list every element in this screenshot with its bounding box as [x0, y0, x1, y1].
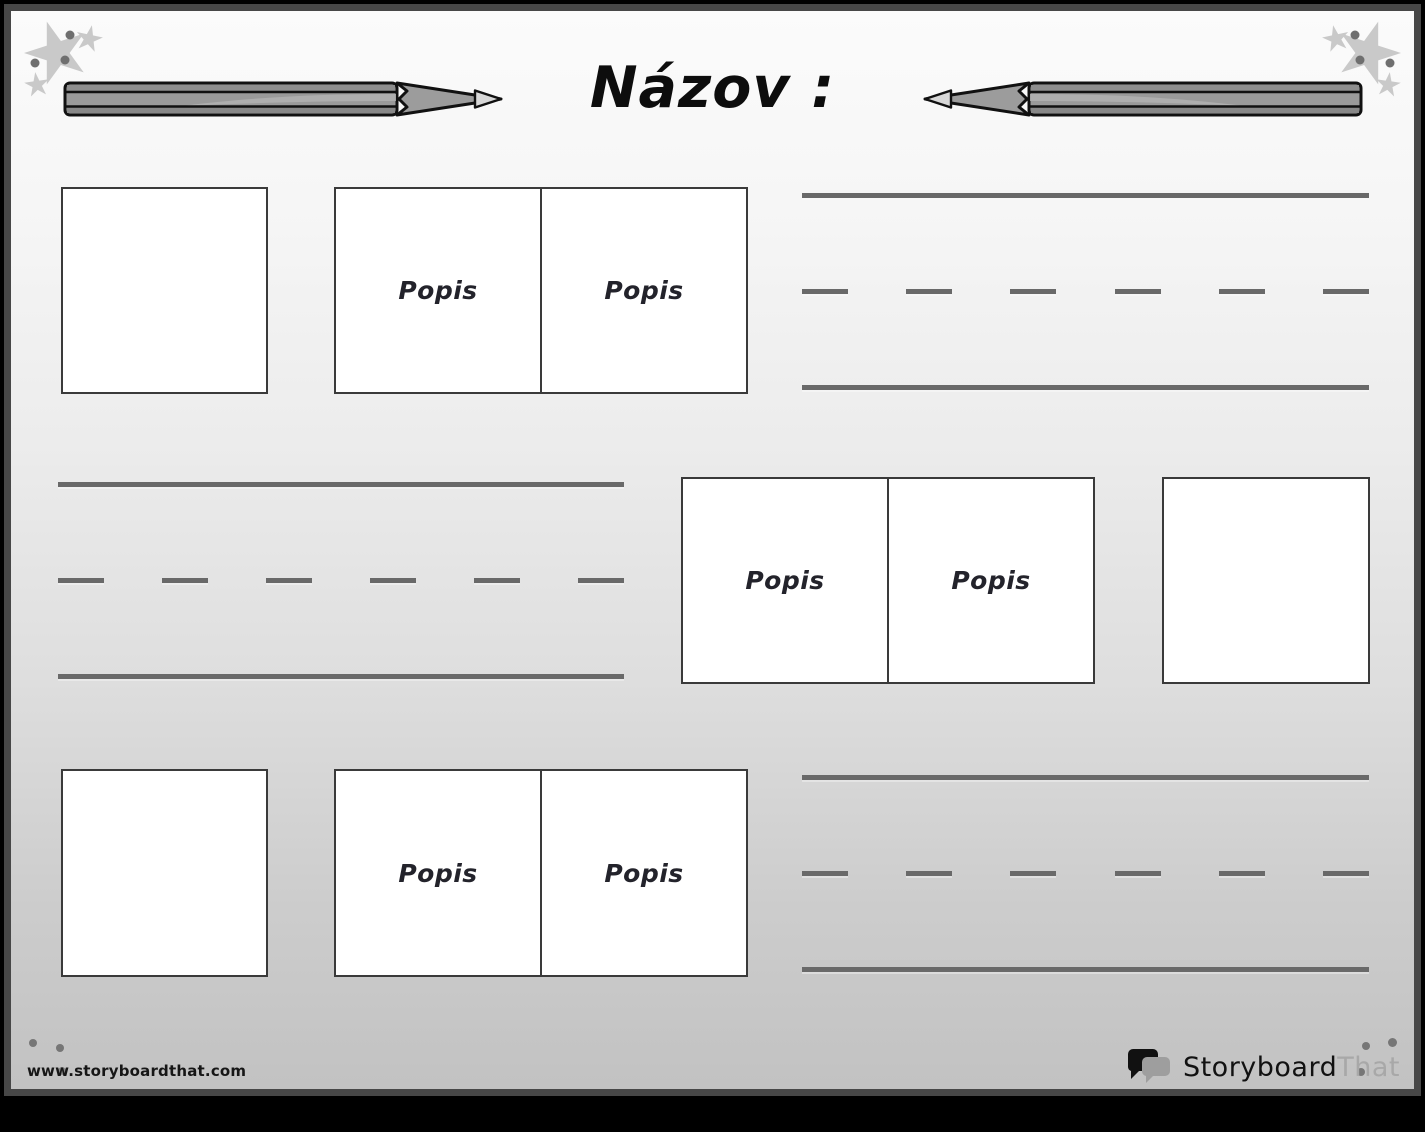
image-placeholder-box[interactable] — [1162, 477, 1370, 684]
description-cell[interactable]: Popis — [683, 479, 889, 682]
description-cell[interactable]: Popis — [336, 771, 542, 975]
description-pair: Popis Popis — [334, 187, 748, 394]
stars-decoration-icon — [23, 21, 103, 97]
description-cell[interactable]: Popis — [542, 189, 746, 392]
pencil-icon — [63, 81, 503, 117]
image-placeholder-box[interactable] — [61, 769, 268, 977]
description-label: Popis — [604, 858, 684, 888]
decorative-dot — [1362, 1042, 1370, 1050]
writing-line-solid — [58, 482, 624, 487]
writing-line-dashed — [802, 289, 1369, 294]
writing-line-solid — [802, 775, 1369, 780]
writing-lines — [802, 775, 1369, 973]
description-label: Popis — [604, 276, 684, 305]
website-watermark: www.storyboardthat.com — [27, 1062, 247, 1080]
writing-line-solid — [58, 674, 624, 679]
stars-decoration-icon — [1322, 21, 1402, 97]
storyboardthat-logo: StoryboardThat — [1127, 1047, 1400, 1087]
writing-line-solid — [802, 193, 1369, 198]
image-placeholder-box[interactable] — [61, 187, 268, 394]
description-cell[interactable]: Popis — [889, 479, 1093, 682]
description-pair: Popis Popis — [334, 769, 748, 977]
writing-line-dashed — [802, 871, 1369, 876]
description-cell[interactable]: Popis — [336, 189, 542, 392]
description-label: Popis — [745, 566, 825, 595]
decorative-dot — [1357, 1068, 1365, 1076]
pencil-icon — [923, 81, 1363, 117]
description-label: Popis — [398, 858, 478, 888]
speech-bubbles-logo-icon — [1127, 1049, 1170, 1083]
page-title: Názov : — [589, 55, 836, 121]
decorative-dot — [58, 1067, 66, 1075]
worksheet-page: Názov : Popis Popis — [4, 4, 1421, 1096]
writing-line-solid — [802, 385, 1369, 390]
description-pair: Popis Popis — [681, 477, 1095, 684]
decorative-dot — [29, 1039, 37, 1047]
writing-line-dashed — [58, 578, 624, 583]
logo-text-primary: Storyboard — [1182, 1051, 1338, 1083]
decorative-dot — [1388, 1038, 1397, 1047]
description-cell[interactable]: Popis — [542, 771, 746, 975]
logo-text-secondary: That — [1337, 1051, 1400, 1083]
description-label: Popis — [398, 276, 478, 305]
writing-lines — [802, 193, 1369, 391]
description-label: Popis — [951, 566, 1031, 595]
writing-line-solid — [802, 967, 1369, 972]
decorative-dot — [56, 1044, 64, 1052]
writing-lines — [58, 482, 624, 680]
